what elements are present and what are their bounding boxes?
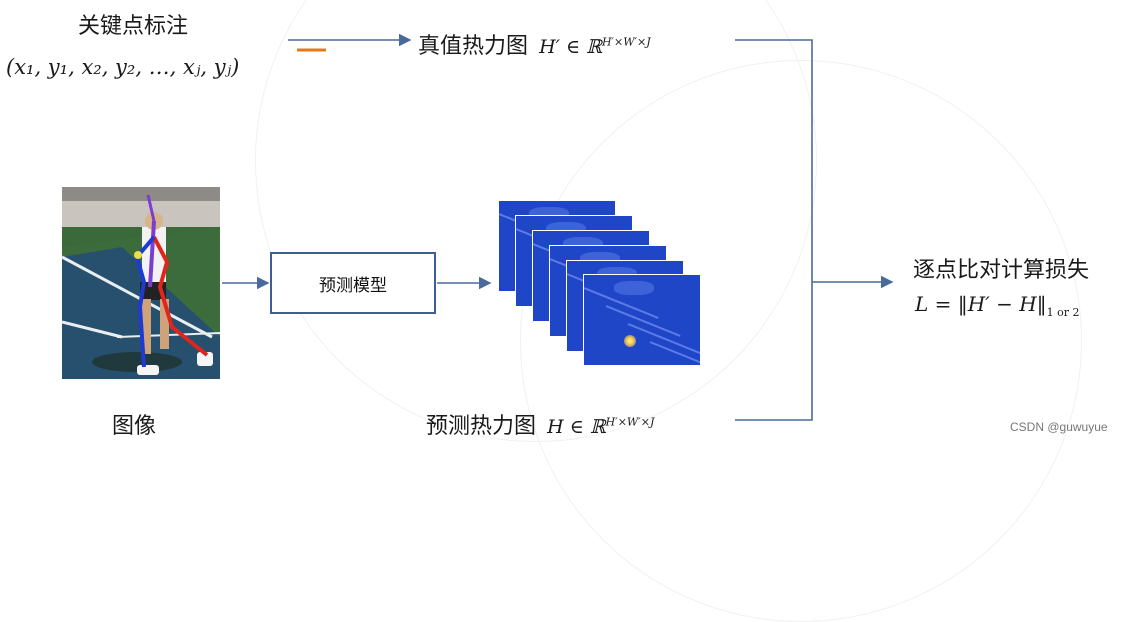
gt-heatmap-math: H′ ∈ ℝH′×W′×J (539, 36, 651, 58)
pred-heatmap-label: 预测热力图 (426, 414, 536, 439)
pred-heatmap-label-group: 预测热力图 H ∈ ℝH′×W′×J (426, 408, 654, 440)
heatmap-layer-6 (583, 274, 701, 366)
watermark: CSDN @guwuyue (1010, 420, 1108, 434)
model-label: 预测模型 (319, 271, 387, 296)
image-label: 图像 (112, 408, 156, 440)
model-box: 预测模型 (270, 252, 436, 314)
line-pred-to-loss (735, 282, 812, 420)
gt-heatmap-label: 真值热力图 (418, 34, 528, 59)
loss-formula: L = ‖H′ − H‖1 or 2 (915, 292, 1080, 319)
keypoint-label: 关键点标注 (78, 8, 188, 40)
heatmap-texture (614, 281, 654, 295)
gt-heatmap-label-group: 真值热力图 H′ ∈ ℝH′×W′×J (418, 28, 651, 60)
keypoint-coords: (x₁, y₁, x₂, y₂, …, xⱼ, yⱼ) (6, 55, 239, 79)
heatmap-texture (650, 341, 701, 366)
pred-heatmap-math: H ∈ ℝH′×W′×J (547, 416, 654, 438)
line-gt-to-loss (735, 40, 812, 282)
tennis-player-illustration (62, 187, 220, 379)
loss-label: 逐点比对计算损失 (913, 252, 1089, 284)
heatmap-peak (624, 335, 636, 347)
input-image (62, 187, 220, 379)
